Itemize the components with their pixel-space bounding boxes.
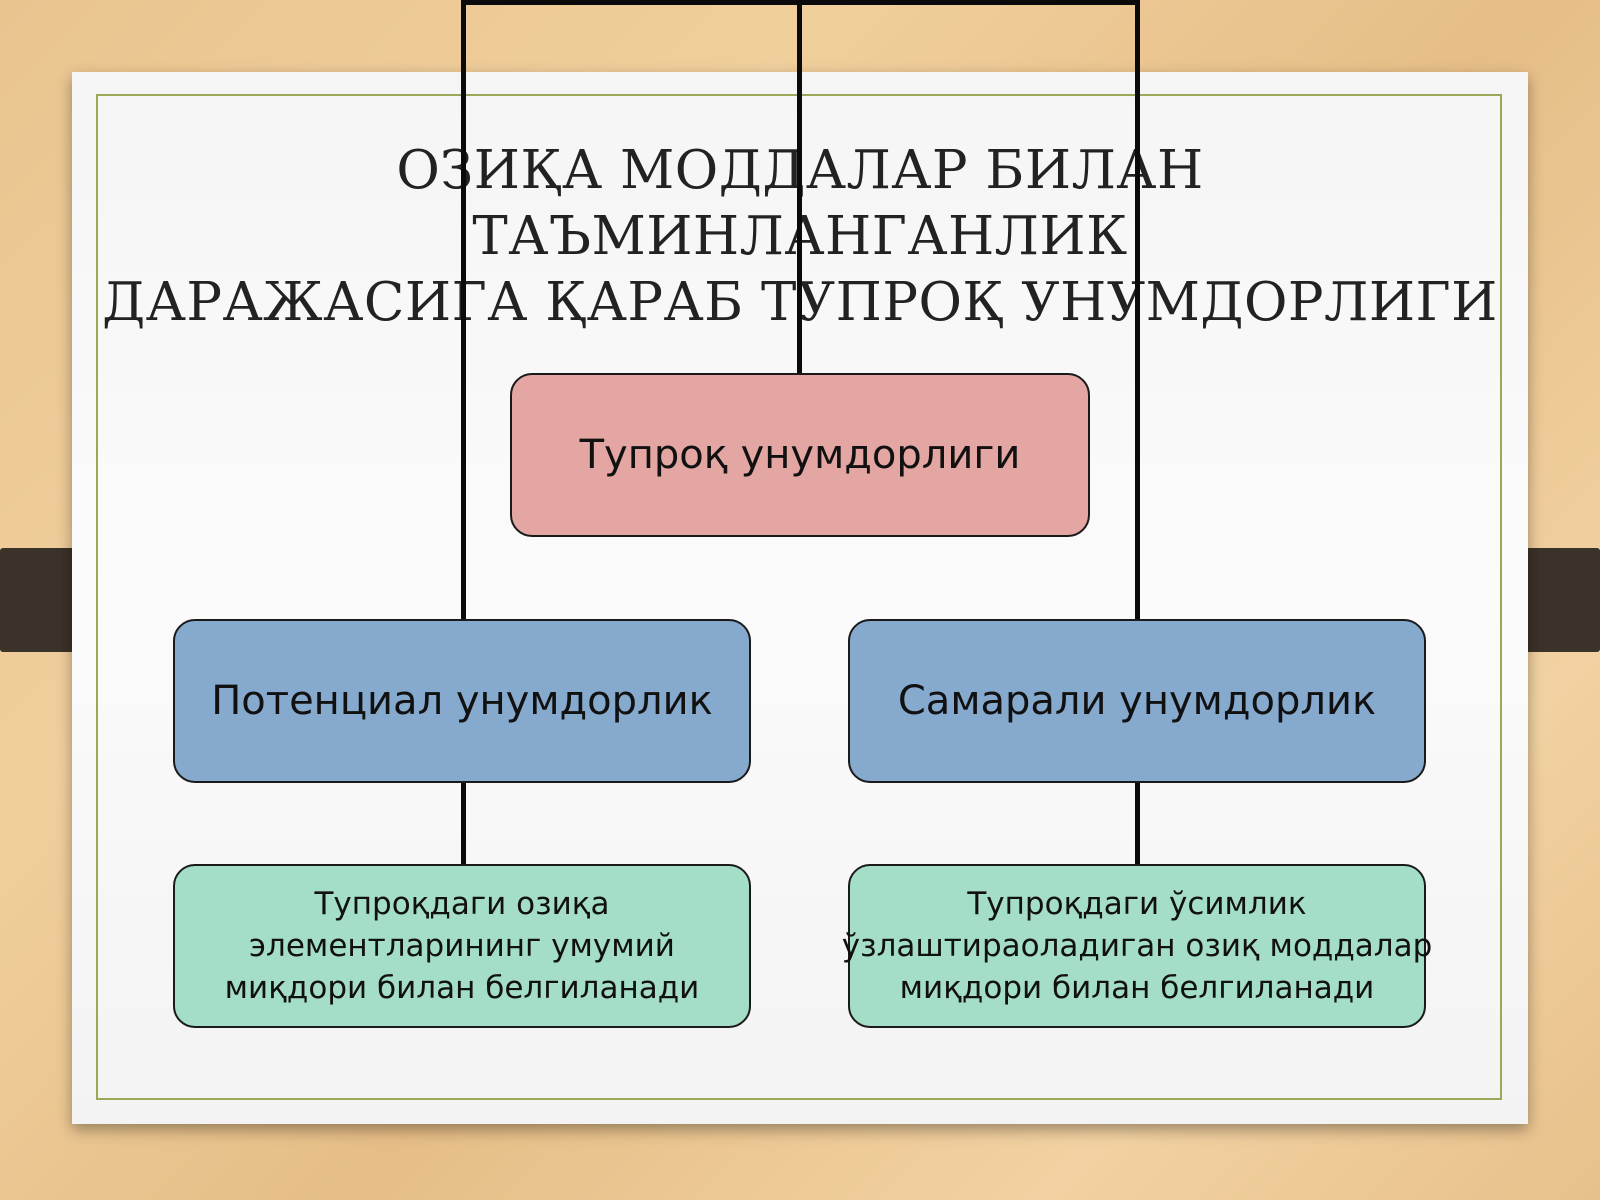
effective-fertility-node: Самарали унумдорлик: [848, 619, 1426, 783]
connector-left-lower: [461, 781, 466, 866]
potential-fertility-node: Потенциал унумдорлик: [173, 619, 751, 783]
root-node: Тупроқ унумдорлиги: [510, 373, 1090, 537]
effective-fertility-description: Тупроқдаги ўсимлик ўзлаштираоладиган ози…: [842, 864, 1432, 1028]
description-line: миқдори билан белгиланади: [224, 970, 700, 1006]
potential-fertility-description: Тупроқдаги озиқа элементларининг умумий …: [173, 864, 751, 1028]
root-node-label: Тупроқ унумдорлиги: [579, 432, 1021, 478]
description-line: Тупроқдаги озиқа: [314, 886, 610, 922]
description-line: ўзлаштираоладиган озиқ моддалар: [841, 928, 1433, 964]
connector-top-horizontal: [461, 0, 1140, 5]
potential-fertility-label: Потенциал унумдорлик: [211, 678, 713, 724]
description-line: миқдори билан белгиланади: [899, 970, 1375, 1006]
connector-center-vertical: [797, 0, 802, 375]
connector-right-vertical-top: [1135, 0, 1140, 621]
effective-fertility-label: Самарали унумдорлик: [897, 678, 1377, 724]
description-line: Тупроқдаги ўсимлик: [967, 886, 1307, 922]
connector-right-lower: [1135, 781, 1140, 866]
connector-left-vertical-top: [461, 0, 466, 621]
description-line: элементларининг умумий: [249, 928, 675, 964]
